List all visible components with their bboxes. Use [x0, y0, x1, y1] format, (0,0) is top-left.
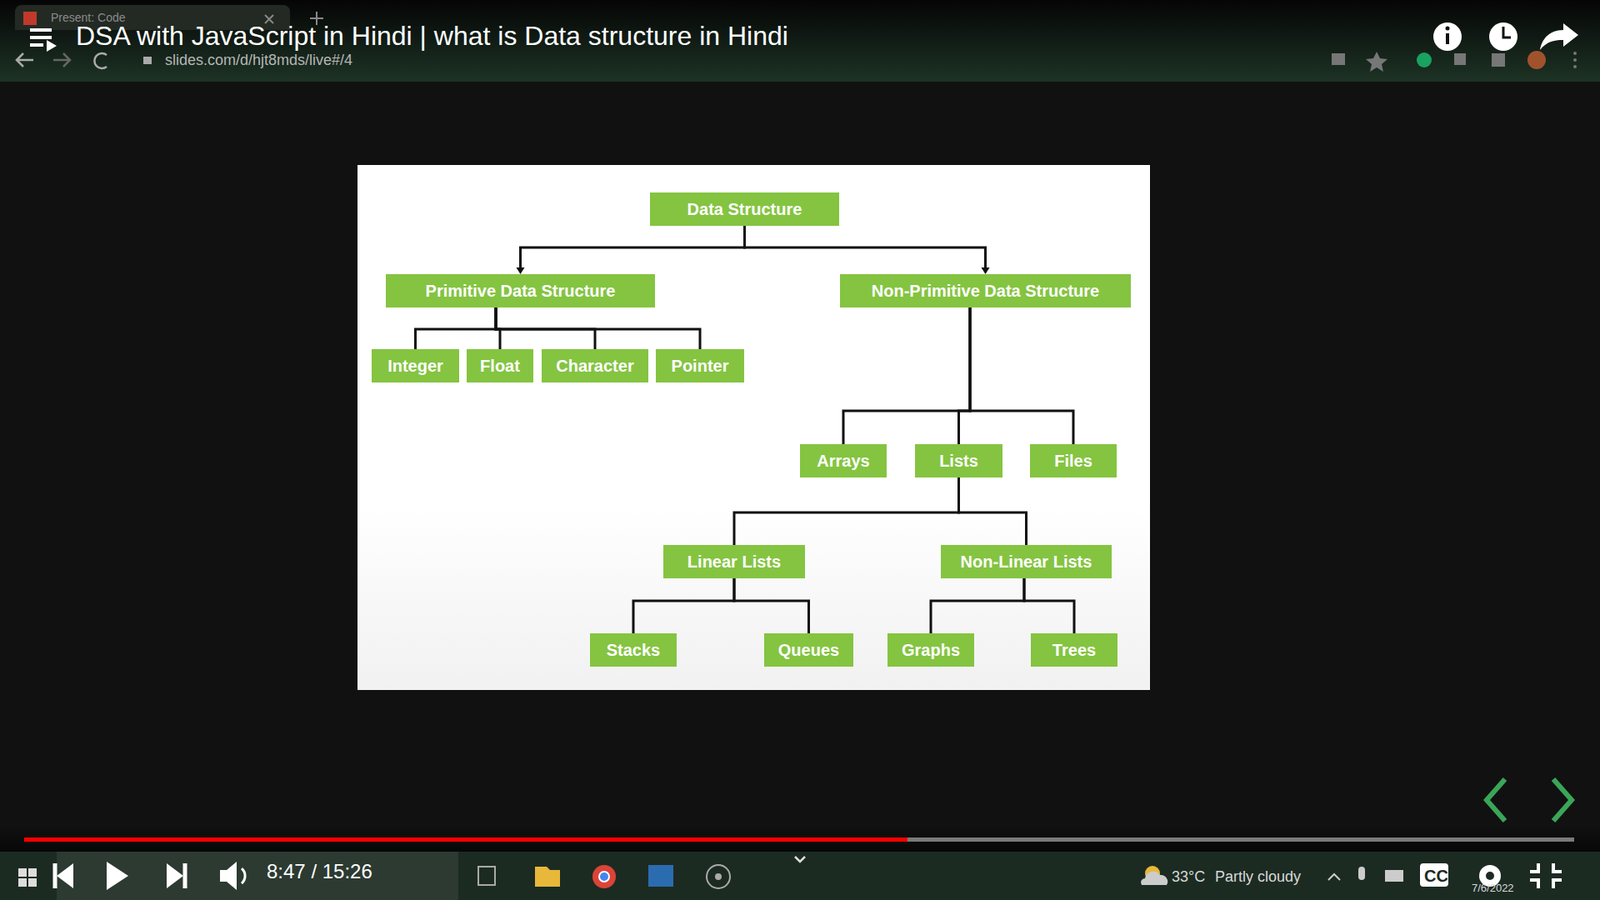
reload-icon: [94, 53, 107, 69]
box-label: Lists: [939, 451, 979, 471]
tree-connector: [734, 578, 810, 634]
category-box: Data Structure: [650, 192, 840, 226]
progress-played: [24, 837, 908, 842]
tree-connector: [520, 225, 745, 269]
category-box: Pointer: [655, 349, 745, 383]
prev-icon: [53, 863, 58, 889]
app-icon: [706, 865, 730, 889]
category-box: Queues: [764, 633, 854, 667]
toolbar-icons: [1331, 50, 1577, 72]
category-box: Non-Primitive Data Structure: [840, 274, 1131, 308]
tree-connector: [930, 578, 1025, 634]
clock-date: 7/6/2022: [1471, 881, 1515, 895]
box-label: Pointer: [671, 356, 730, 376]
playlist-icon: [46, 40, 57, 52]
tree-connector: [415, 307, 497, 350]
next-icon: [183, 863, 188, 889]
prev-icon: [56, 863, 74, 889]
category-box: Arrays: [800, 444, 887, 478]
back-icon: [16, 53, 34, 67]
task-view: [478, 866, 495, 885]
box-label: Graphs: [901, 640, 960, 660]
box-label: Linear Lists: [687, 552, 781, 572]
category-box: Float: [466, 349, 534, 383]
prev-arrow: [1486, 779, 1505, 821]
box-label: Integer: [387, 356, 444, 376]
time-display: 8:47 / 15:26: [266, 860, 373, 884]
explorer-icon: [535, 866, 560, 887]
arrow-head: [981, 267, 990, 275]
network-icon: [1385, 870, 1404, 882]
box-label: Data Structure: [687, 200, 803, 220]
box-label: Stacks: [606, 640, 661, 660]
chrome-icon: [592, 865, 616, 889]
box-label: Primitive Data Structure: [425, 281, 616, 301]
tree-connector: [970, 307, 1074, 445]
app-icon: [648, 865, 674, 887]
box-label: Float: [480, 356, 520, 376]
tree-connector: [959, 477, 1027, 545]
url-text: slides.com/d/hjt8mds/live#/4: [165, 51, 353, 70]
volume-icon: [220, 861, 237, 890]
tab-icon: [23, 11, 37, 25]
info-dot: [1445, 26, 1450, 31]
cc-label: CC: [1424, 866, 1449, 886]
chrome-icon: [599, 871, 610, 882]
arrow-head: [516, 267, 525, 275]
category-box: Graphs: [887, 633, 975, 667]
tray-chevron: [795, 856, 805, 862]
next-icon: [166, 863, 184, 889]
box-label: Character: [555, 356, 634, 376]
info-dot: [1445, 33, 1450, 45]
play-icon: [106, 861, 129, 890]
volume-wave: [241, 868, 245, 884]
next-arrow: [1553, 779, 1572, 821]
taskbar-icons: [0, 851, 1600, 900]
cc-badge: [1420, 863, 1449, 887]
tray-up: [1328, 874, 1340, 880]
tab-title: Present: Code: [50, 10, 126, 25]
tree-connector: [495, 307, 700, 350]
settings-icon: [1485, 871, 1495, 880]
box-label: Non-Primitive Data Structure: [871, 281, 1100, 301]
tree-connector: [959, 307, 971, 445]
tree-connector: [1024, 578, 1075, 634]
tree-connector: [843, 307, 970, 445]
box-label: Trees: [1052, 640, 1096, 660]
weather-icon: [1140, 871, 1168, 885]
slide: [357, 165, 1150, 690]
info-icon: [1433, 22, 1462, 51]
box-label: Files: [1054, 451, 1093, 471]
app-icon: [715, 873, 722, 880]
box-label: Non-Linear Lists: [960, 552, 1093, 572]
category-box: Files: [1030, 444, 1117, 478]
category-box: Character: [541, 349, 649, 383]
video-title: DSA with JavaScript in Hindi | what is D…: [75, 20, 789, 52]
clock-icon: [1489, 22, 1518, 51]
box-label: Queues: [778, 640, 840, 660]
mic-icon: [1358, 866, 1365, 880]
tree-connector: [633, 578, 735, 634]
lock-icon: [143, 56, 152, 65]
category-box: Integer: [371, 349, 460, 383]
forward-icon: [53, 53, 70, 67]
category-box: Primitive Data Structure: [385, 274, 655, 308]
windows-logo: [18, 868, 37, 887]
slide-nav: [1473, 770, 1590, 830]
share-icon: [1540, 23, 1579, 50]
category-box: Stacks: [590, 633, 677, 667]
weather-text: Partly cloudy: [1215, 868, 1301, 886]
category-box: Linear Lists: [663, 545, 805, 579]
exit-fullscreen: [1530, 863, 1562, 889]
clock-hands: [1503, 26, 1511, 38]
category-box: Non-Linear Lists: [940, 545, 1112, 579]
category-box: Trees: [1030, 633, 1118, 667]
box-label: Arrays: [816, 451, 870, 471]
tree-connector: [734, 477, 960, 545]
category-box: Lists: [915, 444, 1003, 478]
weather-temp: 33°C: [1171, 868, 1205, 886]
tree-connector: [745, 225, 986, 269]
